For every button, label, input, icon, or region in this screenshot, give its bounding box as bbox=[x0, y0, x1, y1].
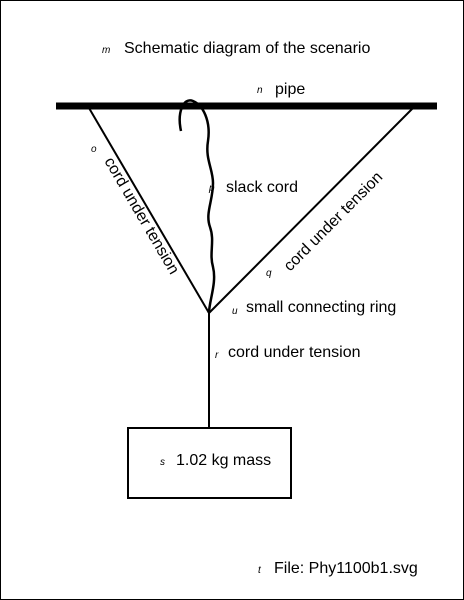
pipe-tag: n bbox=[257, 85, 263, 96]
file-label: File: Phy1100b1.svg bbox=[274, 560, 418, 577]
slack-label: slack cord bbox=[226, 179, 298, 196]
vertical-cord-tag: r bbox=[215, 350, 219, 361]
right-cord-tag: q bbox=[266, 268, 272, 279]
ring-tag: u bbox=[232, 306, 238, 317]
mass-tag: s bbox=[160, 457, 165, 468]
file-tag: t bbox=[258, 565, 262, 576]
left-cord bbox=[88, 107, 210, 314]
left-cord-label: cord under tension bbox=[101, 154, 183, 277]
diagram-title: Schematic diagram of the scenario bbox=[124, 40, 370, 57]
slack-cord bbox=[178, 99, 216, 314]
pipe-label: pipe bbox=[275, 81, 305, 98]
vertical-cord-label: cord under tension bbox=[228, 344, 361, 361]
ring-label: small connecting ring bbox=[246, 299, 396, 316]
title-tag: m bbox=[102, 45, 110, 56]
slack-tag: p bbox=[208, 183, 215, 194]
mass-label: 1.02 kg mass bbox=[176, 452, 271, 469]
left-cord-tag: o bbox=[91, 144, 97, 155]
right-cord bbox=[208, 107, 414, 314]
mass-box bbox=[127, 427, 292, 499]
